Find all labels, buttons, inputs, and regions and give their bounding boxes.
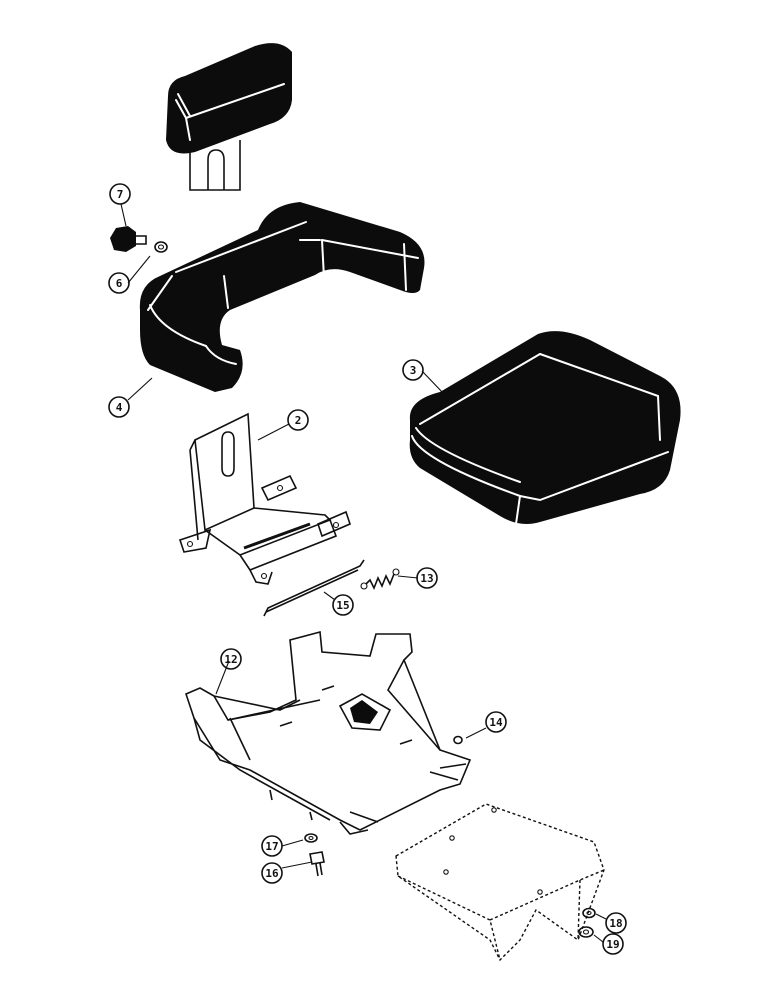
- seat-cushion: [409, 331, 681, 525]
- callout-label: 16: [265, 867, 279, 880]
- leader-lines: [120, 203, 607, 943]
- callout-4: 4: [108, 396, 130, 418]
- callout-label: 14: [489, 716, 503, 729]
- seat-base-frame: [185, 630, 472, 835]
- callout-label: 2: [295, 414, 302, 427]
- callout-3: 3: [402, 359, 424, 381]
- callout-13: 13: [416, 567, 438, 589]
- callout-label: 13: [420, 572, 433, 585]
- seat-back-shell: [139, 202, 425, 392]
- callout-label: 12: [224, 653, 237, 666]
- small-nut-14: [453, 735, 463, 745]
- washer-18: [582, 907, 596, 919]
- adjustment-knob: [110, 226, 168, 253]
- linkage-rod: [263, 559, 365, 617]
- callout-2: 2: [287, 409, 309, 431]
- callout-label: 17: [265, 840, 278, 853]
- callout-label: 6: [116, 277, 123, 290]
- nut-19: [578, 926, 594, 938]
- callout-12: 12: [220, 648, 242, 670]
- callout-label: 7: [117, 188, 124, 201]
- seat-bracket: [178, 412, 351, 585]
- callout-6: 6: [108, 272, 130, 294]
- lock-washer-17: [304, 833, 318, 843]
- callout-label: 15: [336, 599, 349, 612]
- callout-label: 3: [410, 364, 417, 377]
- callout-17: 17: [261, 835, 283, 857]
- callout-19: 19: [602, 933, 624, 955]
- callout-label: 18: [609, 917, 622, 930]
- bolt-16: [309, 851, 325, 877]
- callout-16: 16: [261, 862, 283, 884]
- callout-label: 19: [606, 938, 619, 951]
- backrest-cushion: [166, 43, 292, 191]
- callout-14: 14: [485, 711, 507, 733]
- tension-spring: [360, 568, 400, 590]
- callout-18: 18: [605, 912, 627, 934]
- mounting-plate-dashed: [395, 803, 605, 962]
- callout-15: 15: [332, 594, 354, 616]
- callout-label: 4: [116, 401, 123, 414]
- callout-7: 7: [109, 183, 131, 205]
